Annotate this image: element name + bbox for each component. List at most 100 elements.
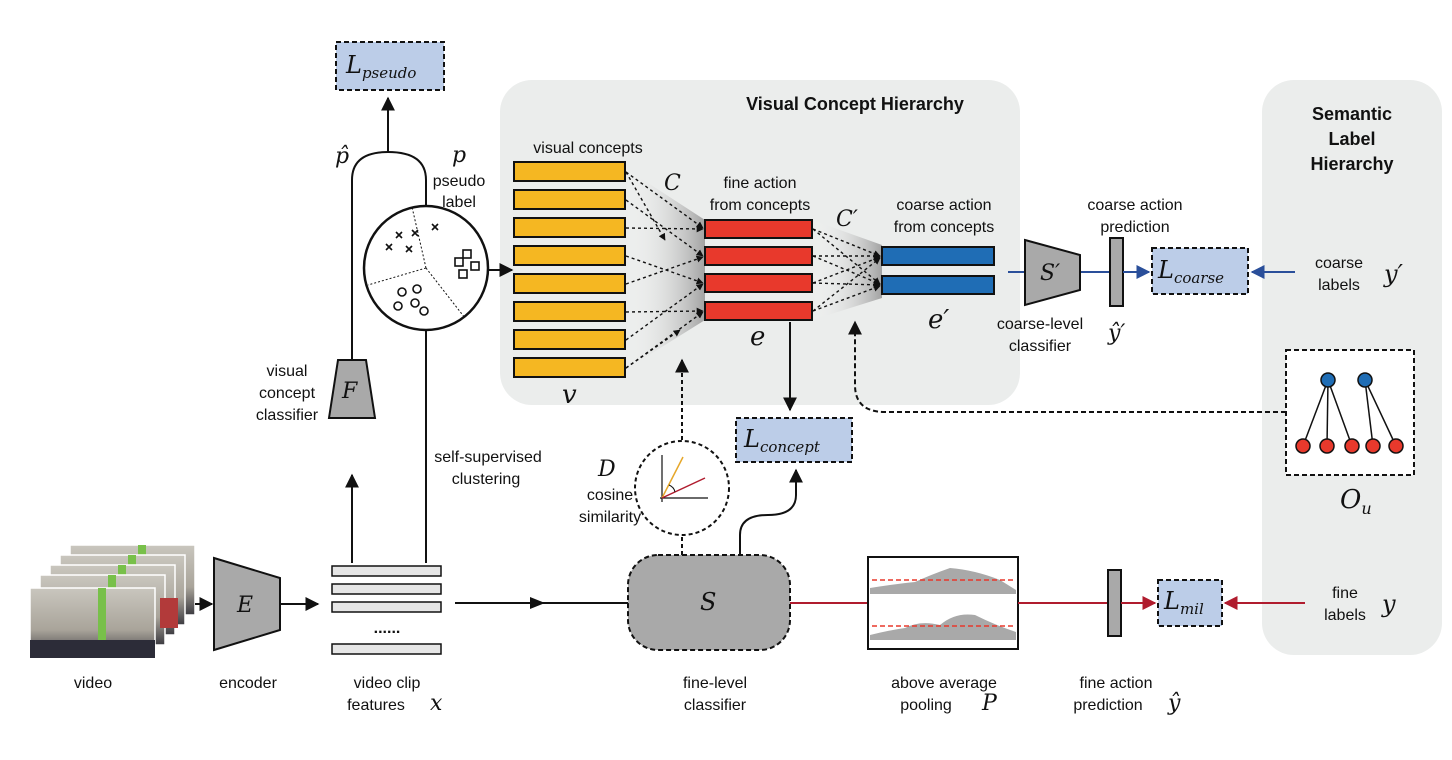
D-symbol: D [597, 457, 616, 482]
fine-action-bars [704, 219, 813, 321]
coarse-pred-label-2: prediction [1100, 219, 1169, 236]
feature-bar [331, 601, 442, 613]
coarse-labels-2: labels [1318, 277, 1360, 294]
concept-to-fine-arrows [625, 171, 704, 369]
feature-bar [331, 583, 442, 595]
loss-symbol: L [345, 51, 362, 79]
feature-bar [331, 565, 442, 577]
pooling-box [867, 556, 1019, 650]
cosine-label-1: cosine [587, 487, 633, 504]
P-symbol: P [981, 691, 998, 716]
clip-feature-bars [331, 565, 442, 655]
coarse-level-classifier [1024, 238, 1081, 307]
tree-to-fine-fan-dashed [848, 320, 1286, 413]
y-prime-symbol: y′ [1383, 260, 1404, 288]
p-hat-symbol: p̂ [335, 144, 349, 169]
concept-bar [513, 357, 626, 378]
coarse-classifier-1: coarse-level [997, 316, 1083, 333]
concept-loss-box: Lconcept [735, 417, 853, 463]
fine-bar [704, 246, 813, 266]
fine-classifier-1: fine-level [683, 675, 747, 692]
y-symbol: y [1381, 590, 1396, 618]
semantic-title-1: Semantic [1312, 104, 1392, 124]
pooling-label-1: above average [891, 675, 997, 692]
concept-bar [513, 273, 626, 294]
x-symbol: x [430, 691, 443, 716]
concept-bar [513, 245, 626, 266]
concept-bar [513, 189, 626, 210]
fine-level-classifier [627, 554, 791, 651]
clip-features-2: features [347, 697, 405, 714]
Ou-main: O [1340, 485, 1361, 515]
coarse-from-concepts-1: coarse action [896, 197, 991, 214]
fine-pred-label-2: prediction [1073, 697, 1142, 714]
loss-subscript: mil [1180, 600, 1204, 618]
encoder-label: encoder [219, 675, 277, 692]
S-symbol: S [700, 588, 716, 616]
fine-classifier-2: classifier [684, 697, 747, 714]
y-hat-symbol: ŷ [1167, 691, 1181, 716]
pooling-label-2: pooling [900, 697, 952, 714]
svg-text:Lcoarse: Lcoarse [1157, 256, 1224, 287]
visual-hierarchy-panel [500, 80, 1020, 405]
fine-pred-label-1: fine action [1080, 675, 1153, 692]
clip-features-1: video clip [354, 675, 421, 692]
loss-subscript: concept [760, 438, 821, 456]
visual-concepts-label: visual concepts [533, 140, 642, 157]
semantic-title-3: Hierarchy [1310, 154, 1393, 174]
feature-bar [331, 643, 442, 655]
svg-text:Lconcept: Lconcept [743, 425, 821, 456]
loss-symbol: L [1157, 256, 1174, 284]
cosine-label-2: similarity [579, 509, 641, 526]
pseudo-loss-box: Lpseudo [335, 41, 445, 91]
vcc-label-3: classifier [256, 407, 319, 424]
fine-to-coarse-arrows [812, 228, 881, 312]
loss-symbol: L [743, 425, 760, 453]
pseudo-label-2: label [442, 194, 476, 211]
v-symbol: v [562, 380, 577, 410]
S-to-concept-loss-arrow [739, 468, 803, 555]
p-symbol: p [452, 143, 466, 168]
F-symbol: F [341, 379, 358, 404]
coarse-classifier-2: classifier [1009, 338, 1072, 355]
coarse-from-concepts-2: from concepts [894, 219, 994, 236]
y-prime-hat-symbol: ŷ′ [1107, 321, 1125, 346]
F-classifier [327, 359, 377, 419]
e-symbol: e [750, 322, 765, 352]
svg-text:Lpseudo: Lpseudo [345, 51, 416, 82]
coarse-bar [881, 275, 995, 295]
fine-bar [704, 273, 813, 293]
coarse-bar [881, 246, 995, 266]
e-prime-symbol: e′ [928, 305, 949, 335]
ssc-label-1: self-supervised [434, 449, 542, 466]
feature-dots: ...... [374, 620, 401, 637]
loss-subscript: pseudo [362, 64, 416, 82]
video-label: video [74, 675, 112, 692]
features-to-S-arrowhead [530, 597, 545, 609]
svg-text:Lmil: Lmil [1163, 587, 1204, 618]
coarse-loss-box: Lcoarse [1151, 247, 1249, 295]
visual-hierarchy-title: Visual Concept Hierarchy [746, 94, 964, 114]
vcc-label-1: visual [267, 363, 308, 380]
encoder-symbol: E [236, 593, 253, 618]
fine-from-concepts-1: fine action [724, 175, 797, 192]
fine-from-concepts-2: from concepts [710, 197, 810, 214]
coarse-prediction-bar [1109, 237, 1124, 307]
fine-bar [704, 301, 813, 321]
concept-bar [513, 329, 626, 350]
visual-concept-bars [513, 161, 626, 378]
concept-bar [513, 161, 626, 182]
concept-bar [513, 217, 626, 238]
cosine-circle [634, 440, 730, 536]
mil-loss-box: Lmil [1157, 579, 1223, 627]
label-hierarchy-tree [1285, 349, 1415, 476]
concept-bar [513, 301, 626, 322]
C-symbol: C [664, 171, 681, 196]
cluster-circle [362, 204, 490, 332]
fine-labels-2: labels [1324, 607, 1366, 624]
fine-prediction-bar [1107, 569, 1122, 637]
encoder-block [213, 556, 281, 652]
video-frames [29, 544, 196, 659]
concept-fan [625, 168, 705, 370]
